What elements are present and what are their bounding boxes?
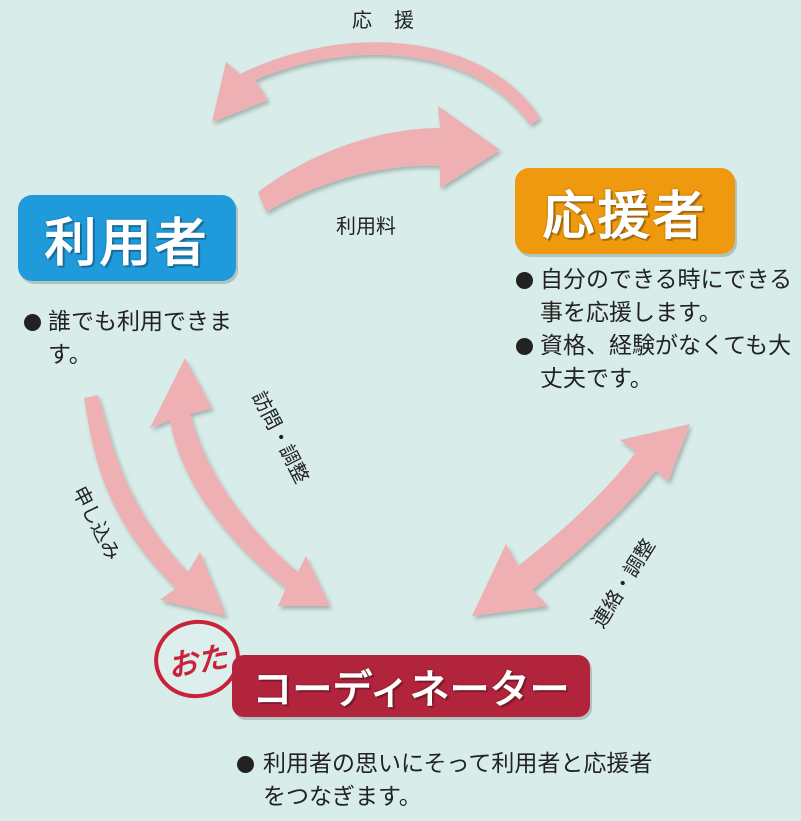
coordinator-description: 利用者の思いにそって利用者と応援者をつなぎます。 [235,748,655,814]
fee-label: 利用料 [336,214,396,238]
fee-arrow [258,106,500,212]
supporter-description-item: 自分のできる時にできる事を応援します。 [514,264,796,330]
user-description-item: 誰でも利用できます。 [22,306,242,372]
supporter-description: 自分のできる時にできる事を応援します。 資格、経験がなくても大丈夫です。 [514,264,796,396]
support-arrow [212,42,540,125]
coordinator-title: コーディネーター [232,655,590,717]
supporter-description-item: 資格、経験がなくても大丈夫です。 [514,330,796,396]
visit-adjust-arrow [150,358,330,606]
supporter-title: 応援者 [515,168,735,254]
support-label: 応援 [352,8,436,32]
user-title: 利用者 [18,195,236,281]
apply-arrow [84,395,226,616]
user-description: 誰でも利用できます。 [22,306,242,372]
coordinator-description-item: 利用者の思いにそって利用者と応援者をつなぎます。 [235,748,655,814]
contact-adjust-arrow [472,424,690,616]
